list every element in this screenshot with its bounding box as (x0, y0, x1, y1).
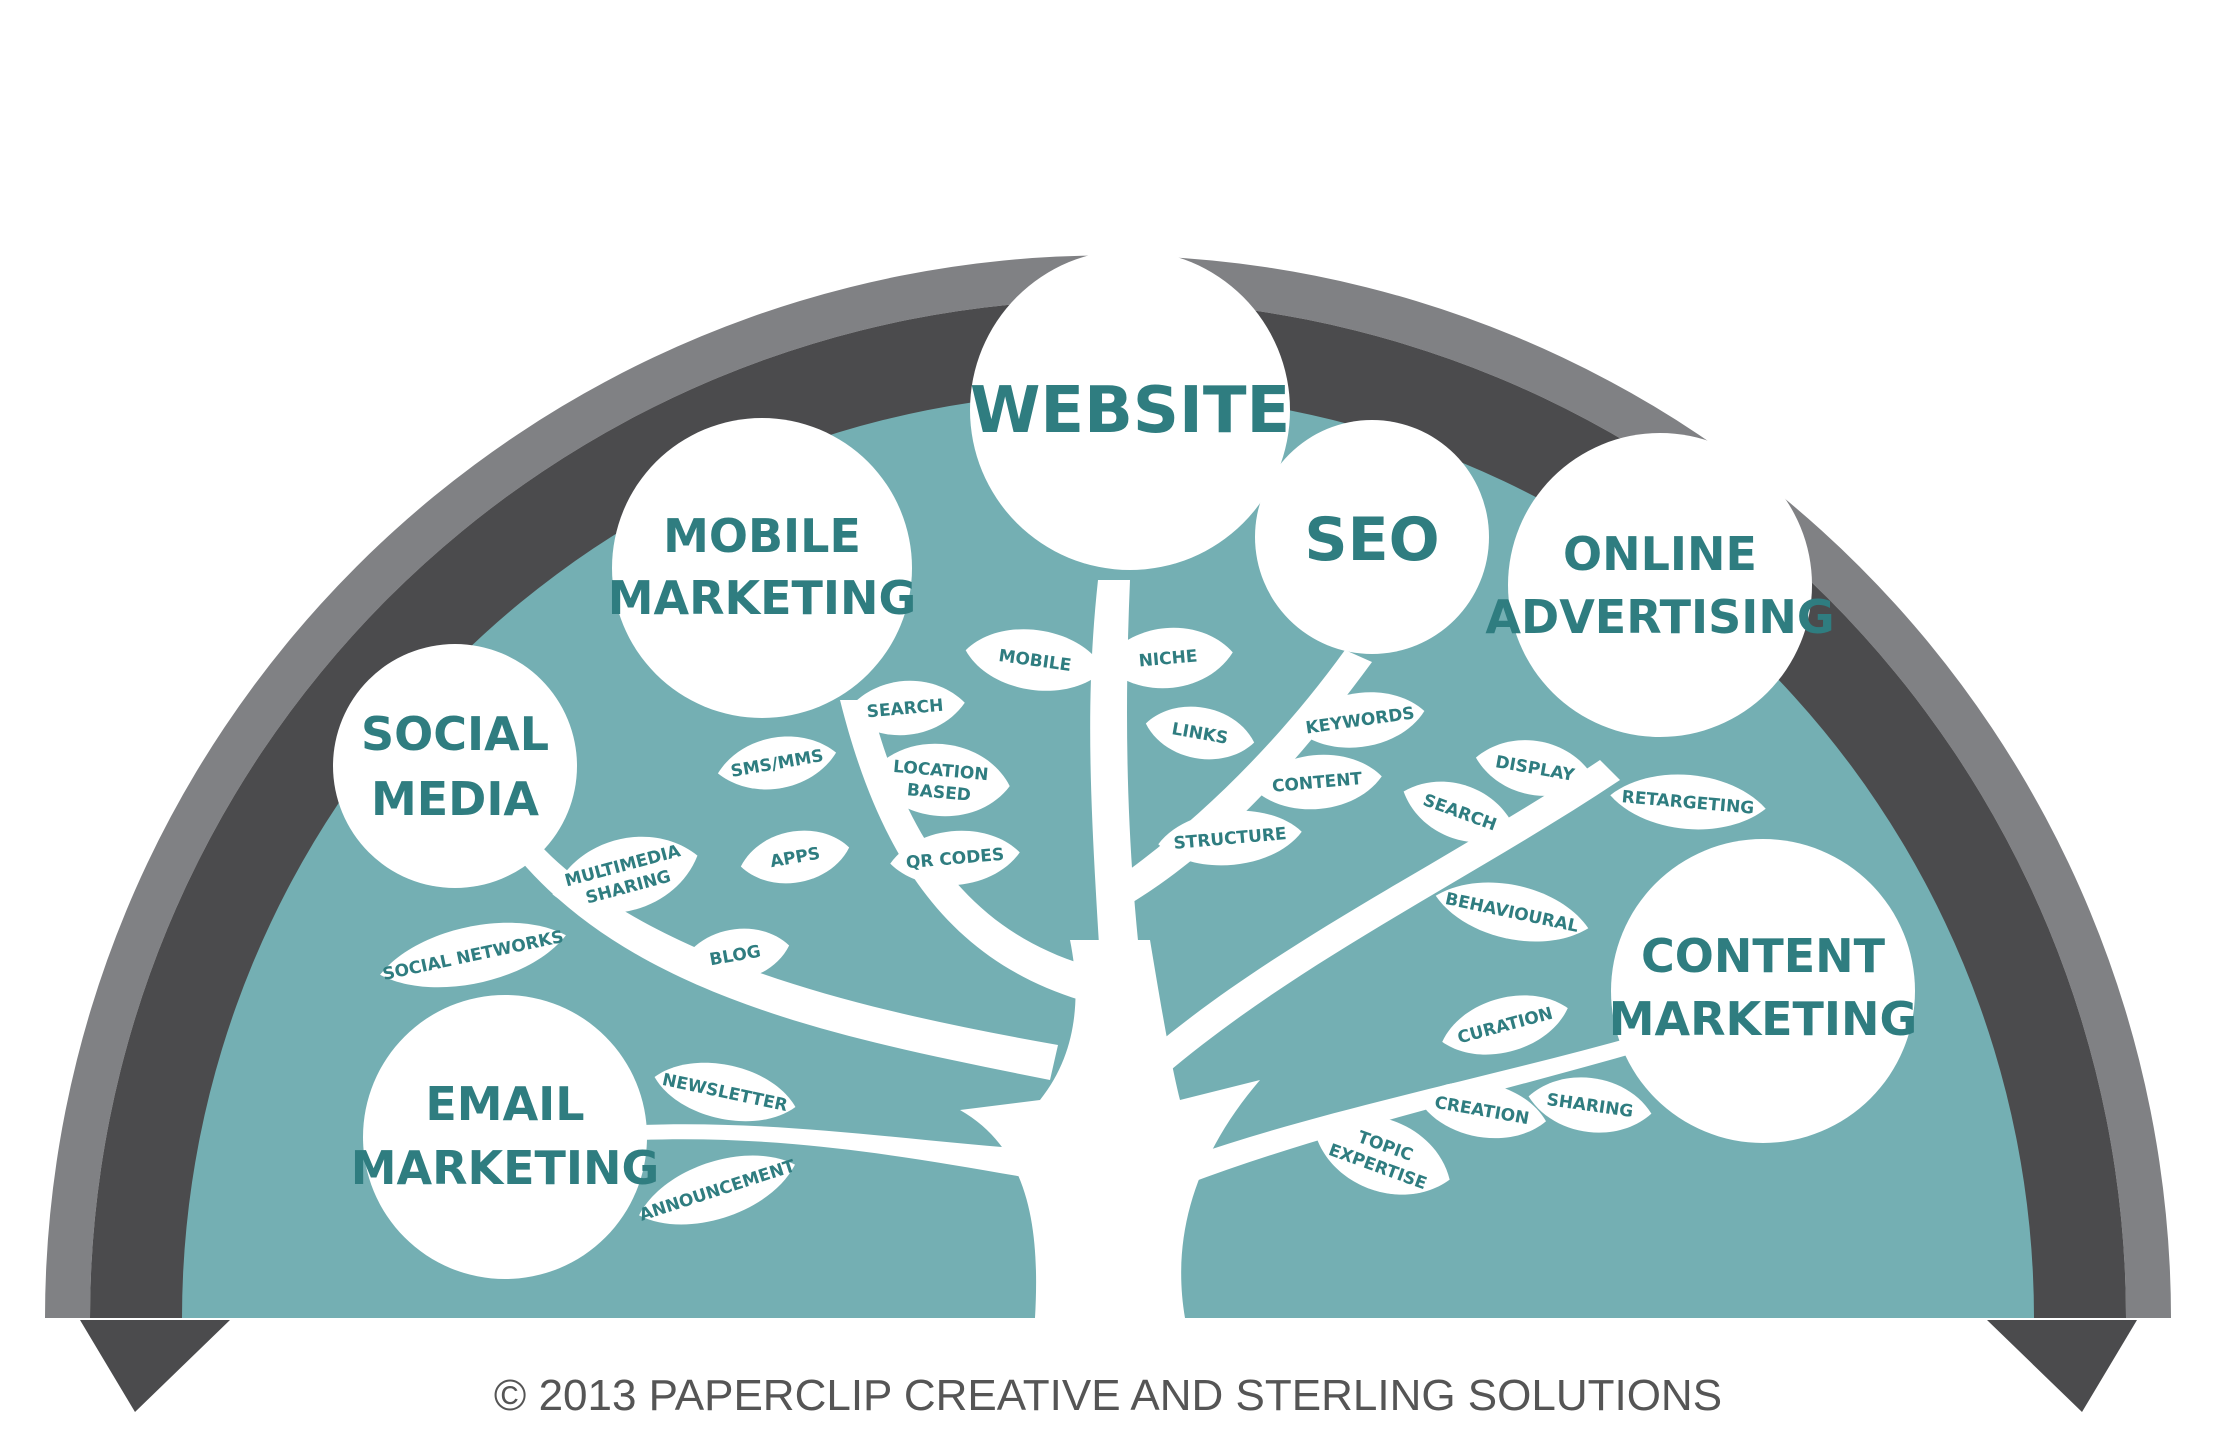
outer-arc (45, 255, 2171, 1412)
svg-text:SEO: SEO (1304, 505, 1439, 575)
svg-text:MOBILE: MOBILE (663, 509, 861, 563)
node-mobile-marketing: MOBILE MARKETING (608, 418, 917, 718)
leaf-blog: BLOG (680, 928, 790, 982)
leaf-retargeting: RETARGETING (1610, 774, 1766, 830)
svg-text:MEDIA: MEDIA (371, 772, 539, 826)
svg-text:MARKETING: MARKETING (608, 571, 917, 625)
branch-email (640, 1124, 1040, 1180)
leaf-structure: STRUCTURE (1158, 810, 1302, 866)
arc-title: METRICS, MEASUREMENT, MONITORING (0, 0, 1838, 290)
leaf-mobile: MOBILE (965, 629, 1105, 691)
leaf-sharing: SHARING (1528, 1077, 1652, 1133)
svg-text:ADVERTISING: ADVERTISING (1485, 590, 1834, 644)
copyright-text: © 2013 PAPERCLIP CREATIVE AND STERLING S… (494, 1371, 1722, 1420)
tree (520, 580, 1645, 1318)
nodes: WEBSITE SEO MOBILE MARKETING ONLINE ADVE… (333, 250, 1917, 1279)
leaf-topic: TOPIC EXPERTISE (1314, 1115, 1450, 1195)
leaf-search-online: SEARCH (1403, 781, 1517, 843)
leaf-niche: NICHE (1103, 627, 1233, 689)
leaf-qr: QR CODES (890, 830, 1020, 886)
leaf-location: LOCATION BASED (870, 743, 1010, 817)
leaf-search-mobile: SEARCH (845, 680, 965, 736)
svg-text:MARKETING: MARKETING (1609, 992, 1918, 1046)
left-arrowhead (80, 1320, 230, 1412)
branch-online (1150, 760, 1620, 1075)
leaf-announcement: ANNOUNCEMENT (637, 1155, 798, 1226)
branch-website (1090, 580, 1140, 960)
svg-text:SOCIAL: SOCIAL (361, 707, 549, 761)
leaf-links: LINKS (1145, 706, 1255, 760)
svg-text:ONLINE: ONLINE (1563, 527, 1757, 581)
node-seo: SEO (1255, 420, 1489, 654)
leaf-apps: APPS (740, 830, 850, 884)
node-website: WEBSITE (970, 250, 1290, 570)
node-email-marketing: EMAIL MARKETING (351, 995, 660, 1279)
leaves: MOBILE NICHE SEARCH SMS/MMS LOCATION BAS… (380, 627, 1766, 1226)
svg-text:MARKETING: MARKETING (351, 1141, 660, 1195)
leaf-creation: CREATION (1417, 1081, 1547, 1139)
node-content-marketing: CONTENT MARKETING (1609, 839, 1918, 1143)
leaf-sms: SMS/MMS (717, 736, 837, 790)
node-online-advertising: ONLINE ADVERTISING (1485, 433, 1835, 737)
svg-text:EMAIL: EMAIL (425, 1077, 584, 1131)
svg-text:CONTENT: CONTENT (1641, 929, 1886, 983)
branch-content (1180, 1035, 1645, 1185)
leaf-display: DISPLAY (1475, 740, 1595, 796)
node-social-media: SOCIAL MEDIA (333, 644, 577, 888)
leaf-content-seo: CONTENT (1252, 754, 1382, 810)
leaf-keywords: KEYWORDS (1295, 692, 1425, 748)
tree-trunk (960, 940, 1260, 1318)
branch-social (520, 845, 1058, 1080)
right-arrowhead (1987, 1320, 2137, 1412)
svg-text:WEBSITE: WEBSITE (970, 374, 1290, 448)
branch-mobile (840, 700, 1085, 1000)
